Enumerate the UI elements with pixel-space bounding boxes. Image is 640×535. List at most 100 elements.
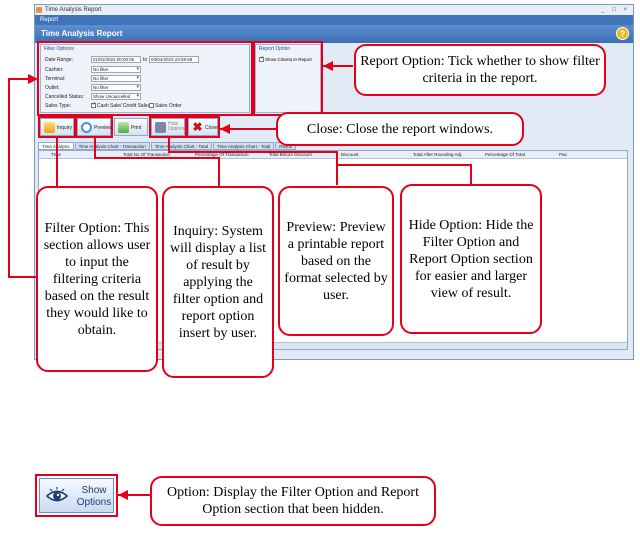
connector-line — [336, 151, 338, 185]
eye-icon — [46, 487, 68, 502]
highlight-show-options — [35, 474, 118, 517]
sales-type-cash-checkbox[interactable]: Cash Sale/ Credit Sales — [91, 101, 151, 109]
window-controls[interactable]: _ □ × — [601, 7, 630, 13]
cancelled-select[interactable]: Show Uncancelled — [91, 93, 141, 100]
terminal-select[interactable]: No filter — [91, 75, 141, 82]
callout-show-option: Option: Display the Filter Option and Re… — [150, 476, 436, 526]
show-criteria-label: Show Criteria In Report — [265, 57, 312, 62]
arrow-icon — [220, 124, 230, 134]
show-options-line2: Options — [76, 497, 112, 508]
connector-line — [8, 276, 36, 278]
checkbox-icon — [259, 55, 264, 63]
cancelled-label: Cancelled Status: — [45, 94, 85, 100]
connector-line — [94, 157, 220, 159]
callout-inquiry: Inquiry: System will display a list of r… — [162, 186, 274, 378]
connector-line — [56, 138, 58, 186]
show-options-label: Show Options — [74, 485, 114, 509]
tab-time-analysis[interactable]: Time Analysis — [38, 142, 74, 150]
connector-line — [470, 164, 472, 184]
outlet-select[interactable]: No filter — [91, 84, 141, 91]
print-label: Print — [131, 125, 142, 131]
checkbox-icon — [149, 103, 154, 109]
connector-line — [168, 138, 170, 152]
grid-footer — [39, 342, 627, 349]
report-header: Time Analysis Report ? — [35, 25, 633, 43]
sales-type-cash-label: Cash Sale/ Credit Sales — [97, 103, 151, 109]
column-header[interactable]: Total After Rounding Adj. — [413, 152, 463, 157]
report-option-title: Report Option — [259, 46, 291, 52]
arrow-icon — [118, 490, 128, 500]
eye-hide-icon — [155, 122, 166, 133]
inquiry-label: Inquiry — [57, 125, 73, 131]
arrow-icon — [323, 61, 333, 71]
sales-type-label: Sales Type: — [45, 103, 72, 109]
inquiry-icon — [44, 122, 55, 133]
title-bar: Time Analysis Report _ □ × — [35, 5, 633, 15]
highlight-report-option — [253, 41, 323, 116]
hide-options-label: Hide Options — [168, 121, 186, 132]
column-header[interactable]: Total Before Discount — [269, 152, 312, 157]
callout-close: Close: Close the report windows. — [276, 112, 524, 146]
print-button[interactable]: Print — [114, 118, 148, 136]
sales-type-order-checkbox[interactable]: Sales Order — [149, 103, 182, 109]
column-header[interactable]: Total No Of Transaction — [123, 152, 171, 157]
show-options-line1: Show — [81, 485, 107, 496]
column-header[interactable]: Percentage Of Total — [485, 152, 525, 157]
result-tabs: Time Analysis Time Analysis Chart - Tran… — [38, 142, 297, 150]
connector-line — [220, 128, 276, 130]
tab-chart-total-2[interactable]: Time Analysis Chart - Total — [212, 142, 275, 150]
connector-line — [8, 78, 10, 278]
date-to-label: to — [143, 57, 148, 63]
terminal-label: Terminal: — [45, 76, 66, 82]
inquiry-button[interactable]: Inquiry — [40, 118, 74, 136]
filter-options-group: Filter Options Date Range: 01/01/2022 00… — [40, 44, 250, 113]
hide-options-button[interactable]: Hide Options — [151, 118, 185, 136]
connector-line — [168, 151, 336, 153]
show-options-button[interactable]: Show Options — [39, 478, 114, 513]
highlight-hide-options — [149, 116, 187, 138]
close-label: Close — [205, 125, 218, 131]
column-header[interactable]: Percentage Of Transaction — [195, 152, 249, 157]
date-range-label: Date Range: — [45, 57, 74, 63]
report-option-group: Report Option Show Criteria In Report — [255, 44, 321, 113]
date-from-field[interactable]: 01/01/2022 00:00:00 — [91, 56, 141, 63]
filter-options-title: Filter Options — [44, 46, 74, 52]
arrow-icon — [28, 74, 38, 84]
callout-report-option: Report Option: Tick whether to show filt… — [354, 44, 606, 96]
sales-type-order-label: Sales Order — [155, 103, 182, 109]
date-to-field[interactable]: 03/04/2023 23:59:59 — [149, 56, 199, 63]
highlight-preview — [75, 116, 113, 138]
outlet-label: Outlet: — [45, 85, 60, 91]
connector-line — [337, 164, 472, 166]
column-header[interactable]: Time — [51, 152, 61, 157]
connector-line — [118, 494, 150, 496]
preview-button[interactable]: Preview — [77, 118, 112, 136]
preview-label: Preview — [94, 125, 112, 131]
app-icon — [36, 7, 42, 13]
report-title: Time Analysis Report — [41, 29, 123, 38]
highlight-inquiry — [38, 116, 76, 138]
callout-filter-option: Filter Option: This section allows user … — [36, 186, 158, 372]
callout-preview: Preview: Preview a printable report base… — [278, 186, 394, 336]
cashier-label: Cashier: — [45, 67, 64, 73]
column-header[interactable]: Pax — [559, 152, 567, 157]
tab-chart-transaction[interactable]: Time Analysis Chart - Transaction — [74, 142, 150, 150]
magnifier-icon — [81, 122, 92, 133]
close-button[interactable]: ✖ Close — [188, 118, 218, 136]
help-icon[interactable]: ? — [616, 27, 629, 40]
tab-chart-total[interactable]: Time Analysis Chart - Total — [150, 142, 212, 150]
checkbox-icon — [91, 101, 96, 109]
column-header[interactable]: Discount — [341, 152, 359, 157]
window-title: Time Analysis Report — [45, 7, 102, 13]
grid-header: Time Total No Of Transaction Percentage … — [39, 151, 627, 159]
cashier-select[interactable]: No filter — [91, 66, 141, 73]
connector-line — [94, 138, 96, 158]
highlight-close — [186, 116, 220, 138]
show-criteria-checkbox[interactable]: Show Criteria In Report — [259, 55, 312, 63]
close-icon: ✖ — [192, 120, 203, 134]
connector-line — [218, 157, 220, 187]
connector-line — [323, 65, 353, 67]
highlight-filter-options — [37, 41, 253, 116]
callout-hide-option: Hide Option: Hide the Filter Option and … — [400, 184, 542, 334]
menu-report[interactable]: Report — [40, 17, 59, 23]
